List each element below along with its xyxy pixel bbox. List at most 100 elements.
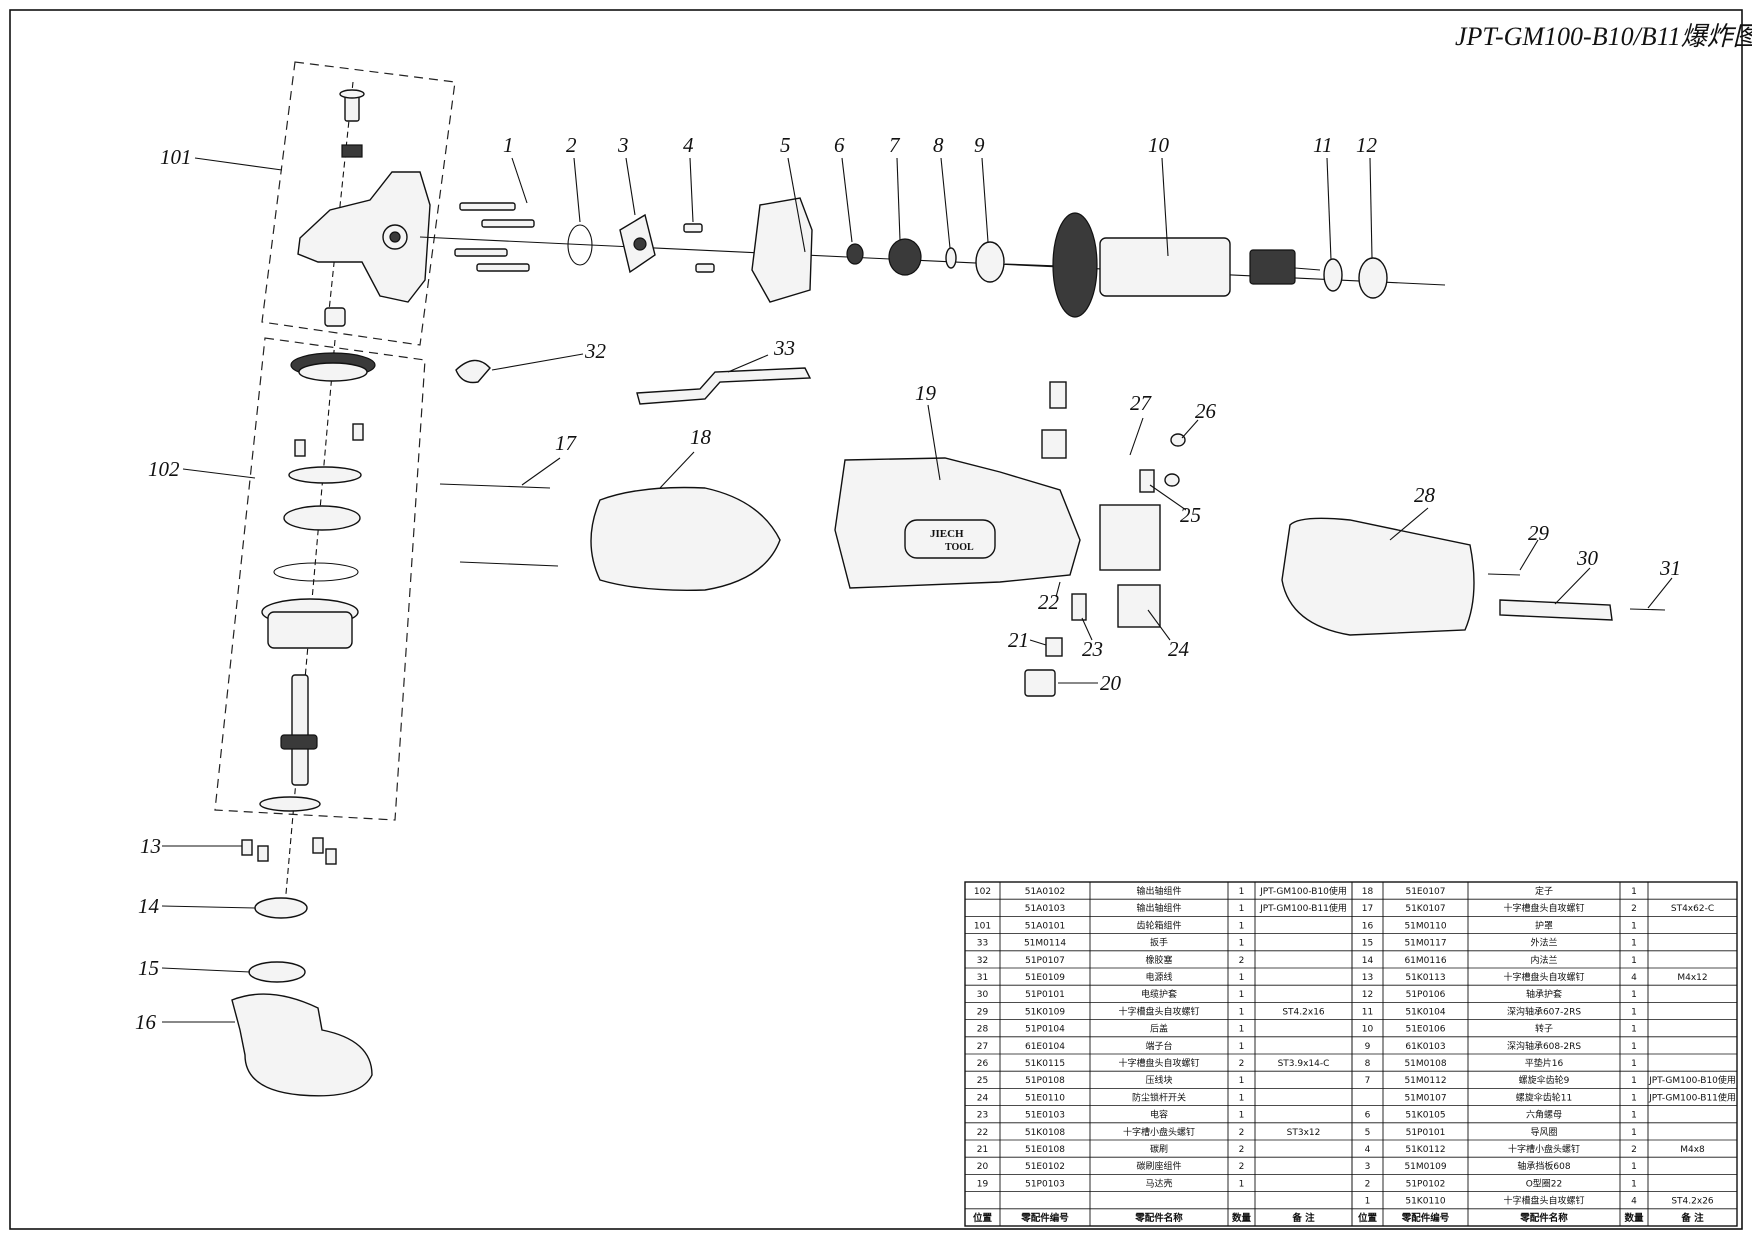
right-qty-cell: 4	[1631, 1197, 1637, 1207]
right-qty-cell: 1	[1631, 990, 1637, 1000]
leader-28	[1389, 507, 1429, 541]
leader-29	[1519, 539, 1539, 571]
right-code-cell: 51M0108	[1404, 1059, 1446, 1069]
left-qty-cell: 1	[1239, 1111, 1245, 1121]
right-name-cell: 轴承挡板608	[1517, 1160, 1570, 1172]
right-code-cell: 51M0107	[1404, 1093, 1446, 1103]
left-name-cell: 橡胶塞	[1145, 954, 1172, 966]
housing-screw-part-b	[481, 219, 535, 228]
right-qty-cell: 2	[1631, 1145, 1637, 1155]
callout-16: 16	[135, 1010, 157, 1034]
left-qty-cell: 1	[1239, 921, 1245, 931]
callout-18: 18	[690, 425, 712, 449]
leader-21	[1029, 639, 1047, 646]
right-qty-cell: 1	[1631, 939, 1637, 949]
right-name-cell: 十字槽盘头自攻螺钉	[1503, 902, 1584, 914]
terminal-block-part	[1041, 429, 1067, 459]
gearbox-spring-part	[341, 144, 363, 158]
rubber-plug-part	[455, 359, 491, 384]
right-pos-cell: 6	[1365, 1111, 1371, 1121]
flange-screw-part-b	[257, 845, 269, 862]
right-qty-cell: 1	[1631, 1093, 1637, 1103]
left-qty-cell: 1	[1239, 1076, 1245, 1086]
rotor-rear-shaft-part	[1294, 267, 1321, 271]
left-name-cell: 电容	[1150, 1109, 1168, 1121]
left-qty-cell: 1	[1239, 904, 1245, 914]
left-pos-cell: 101	[974, 921, 991, 931]
right-pos-cell: 12	[1362, 990, 1373, 1000]
leader-19	[927, 404, 941, 481]
left-code-cell: 51A0102	[1025, 887, 1066, 897]
left-name-cell: 碳刷座组件	[1136, 1160, 1181, 1172]
left-pos-cell: 31	[977, 973, 988, 983]
left-name-cell: 电缆护套	[1141, 988, 1177, 1000]
leader-6	[841, 157, 853, 243]
right-pos-cell: 13	[1362, 973, 1373, 983]
callout-1: 1	[503, 133, 514, 157]
right-name-cell: 十字槽盘头自攻螺钉	[1503, 1195, 1584, 1207]
left-name-cell: 马达壳	[1145, 1177, 1172, 1189]
right-code-cell: 51M0109	[1404, 1162, 1446, 1172]
left-pos-cell: 30	[977, 990, 989, 1000]
left-code-cell: 51A0101	[1025, 921, 1066, 931]
right-pos-cell: 2	[1365, 1179, 1371, 1189]
right-code-cell: 51K0112	[1405, 1145, 1445, 1155]
clamp-screw-part-a	[1170, 433, 1186, 447]
spindle-shaft-part	[291, 674, 309, 786]
leader-30	[1554, 567, 1591, 605]
gear-screw-part-b	[352, 423, 364, 441]
callout-30: 30	[1576, 546, 1599, 570]
right-name-cell: 深沟轴承608-2RS	[1507, 1040, 1581, 1052]
brush-holder-part	[1024, 669, 1056, 697]
right-header-cell: 零配件编号	[1401, 1212, 1450, 1224]
leader-24	[1147, 609, 1171, 641]
callout-14: 14	[138, 894, 160, 918]
assembly-102-boundary	[214, 337, 426, 821]
left-code-cell: 51E0103	[1025, 1111, 1065, 1121]
leader-32	[491, 353, 584, 371]
callout-2: 2	[566, 133, 577, 157]
leader-15	[161, 967, 251, 973]
left-code-cell: 51K0115	[1025, 1059, 1065, 1069]
right-pos-cell: 17	[1362, 904, 1373, 914]
leader-101	[194, 157, 283, 171]
left-name-cell: 齿轮箱组件	[1136, 919, 1181, 931]
right-pos-cell: 7	[1365, 1076, 1371, 1086]
right-header-cell: 位置	[1358, 1212, 1378, 1224]
left-code-cell: 51P0108	[1025, 1076, 1065, 1086]
guard-part	[231, 993, 373, 1097]
bearing-608-part	[975, 241, 1005, 283]
left-header-cell: 零配件名称	[1134, 1212, 1183, 1224]
right-code-cell: 61M0116	[1404, 956, 1446, 966]
left-qty-cell: 2	[1239, 1162, 1245, 1172]
right-pos-cell: 16	[1362, 921, 1374, 931]
right-name-cell: 导风圈	[1530, 1127, 1557, 1138]
housing-and-electrics-group: JIECH TOOL	[439, 359, 1666, 697]
gearbox-boss-hole-part	[389, 231, 401, 243]
left-code-cell: 51E0110	[1025, 1093, 1065, 1103]
right-pos-cell: 14	[1362, 956, 1374, 966]
callout-24: 24	[1168, 637, 1190, 661]
right-code-cell: 51E0106	[1405, 1025, 1445, 1035]
leader-11	[1326, 157, 1332, 261]
left-pos-cell: 24	[977, 1093, 989, 1103]
left-pos-cell: 33	[977, 939, 988, 949]
flange-screw-part-c	[312, 837, 324, 854]
left-note-cell: ST3x12	[1287, 1128, 1321, 1138]
left-qty-cell: 1	[1239, 1093, 1245, 1103]
spindle-collar-part	[280, 734, 318, 750]
leader-12	[1369, 157, 1373, 259]
left-qty-cell: 1	[1239, 887, 1245, 897]
capacitor-part	[1071, 593, 1087, 621]
flange-screw-part-a	[241, 839, 253, 856]
leader-33	[727, 354, 769, 373]
right-name-cell: 六角螺母	[1526, 1109, 1562, 1121]
right-code-cell: 51P0102	[1406, 1179, 1446, 1189]
right-name-cell: 螺旋伞齿轮11	[1516, 1091, 1572, 1103]
left-name-cell: 防尘锁杆开关	[1132, 1091, 1186, 1103]
left-name-cell: 碳刷	[1150, 1143, 1168, 1155]
right-name-cell: 定子	[1535, 885, 1553, 897]
gear-screw-part-a	[294, 439, 306, 457]
right-qty-cell: 1	[1631, 956, 1637, 966]
right-code-cell: 51M0112	[1404, 1076, 1446, 1086]
